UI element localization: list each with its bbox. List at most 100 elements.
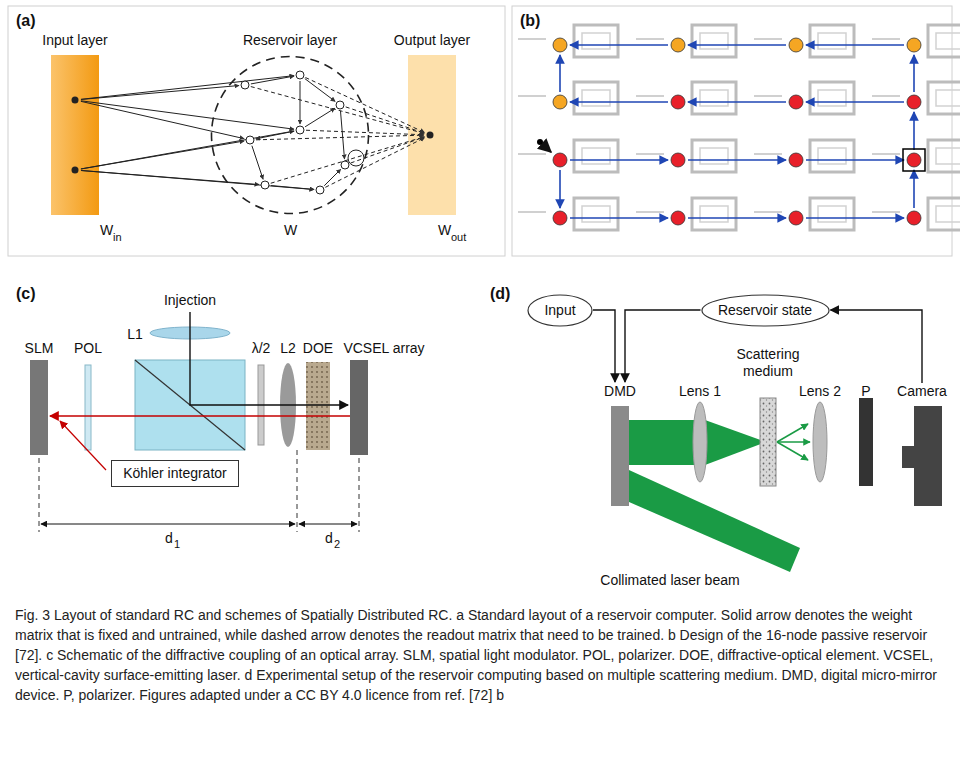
reservoir-network — [351, 137, 425, 163]
optical-bench-c — [306, 362, 330, 450]
passive-reservoir — [913, 170, 915, 208]
part-label: POL — [74, 340, 102, 357]
passive-reservoir — [810, 82, 854, 114]
reservoir-network — [271, 186, 314, 190]
passive-reservoir — [692, 198, 736, 230]
optical-bench-c — [299, 524, 357, 525]
passive-reservoir — [582, 148, 610, 164]
optical-bench-d — [705, 420, 766, 465]
passive-reservoir — [574, 198, 618, 230]
passive-reservoir — [570, 101, 668, 103]
panel-frame — [8, 6, 505, 256]
reservoir-network — [246, 136, 254, 144]
passive-reservoir — [700, 148, 728, 164]
bar-shape — [51, 55, 99, 215]
input-layer: Input layer — [41, 32, 109, 215]
optical-bench-d — [777, 442, 808, 460]
reservoir-network — [306, 130, 424, 135]
node-text: DMD — [603, 383, 637, 400]
passive-reservoir — [553, 211, 567, 225]
reservoir-network — [316, 186, 324, 194]
passive-reservoir — [936, 148, 960, 164]
reservoir-network — [252, 146, 263, 180]
panel-label: (a) — [16, 12, 36, 29]
part-label: λ/2 — [252, 340, 271, 357]
passive-reservoir — [518, 211, 546, 213]
reservoir-network — [81, 131, 294, 169]
reservoir-network — [305, 78, 424, 133]
part-label: Scattering medium — [728, 346, 808, 380]
optical-bench-c — [350, 360, 368, 455]
passive-reservoir — [553, 38, 567, 52]
passive-reservoir — [810, 140, 854, 172]
passive-reservoir — [818, 148, 846, 164]
reservoir-network — [336, 101, 344, 109]
passive-reservoir — [907, 153, 921, 167]
passive-reservoir — [559, 170, 561, 208]
passive-reservoir — [570, 217, 668, 219]
passive-reservoir — [553, 95, 567, 109]
passive-reservoir — [582, 33, 610, 49]
flow-arrow — [593, 310, 615, 382]
passive-reservoir — [907, 95, 921, 109]
optical-bench-d — [859, 398, 873, 486]
optical-bench-d — [777, 424, 808, 442]
passive-reservoir — [903, 149, 925, 171]
optical-bench-d — [777, 424, 810, 460]
optical-bench-c — [30, 312, 368, 532]
reservoir-network — [261, 181, 269, 189]
passive-reservoir — [810, 25, 854, 57]
part-label: d — [325, 530, 333, 547]
passive-reservoir — [818, 33, 846, 49]
passive-reservoir — [872, 211, 900, 213]
reservoir-network — [81, 76, 294, 100]
passive-reservoir — [700, 206, 728, 222]
reservoir-network — [427, 132, 434, 139]
optical-bench-c — [39, 450, 359, 532]
passive-reservoir — [754, 153, 782, 155]
passive-reservoir — [789, 38, 803, 52]
passive-reservoir — [754, 38, 782, 40]
part-label: d — [165, 530, 173, 547]
reservoir-network — [251, 87, 424, 134]
part-label: DOE — [303, 340, 333, 357]
passive-reservoir — [582, 90, 610, 106]
reservoir-network — [81, 101, 294, 129]
panel-frame — [512, 6, 952, 256]
optical-bench-c — [39, 458, 40, 532]
optical-bench-d — [629, 420, 695, 465]
reservoir-network — [296, 71, 304, 79]
node-text: Input layer — [41, 32, 109, 49]
part-label: P — [861, 383, 870, 400]
state-ellipse: Reservoir state — [701, 294, 830, 327]
part-label: Lens 1 — [679, 383, 721, 400]
passive-reservoir — [928, 82, 960, 114]
panel-label: (b) — [520, 12, 540, 29]
optical-bench-c — [50, 415, 350, 416]
integrator-box: Köhler integrator — [111, 460, 239, 487]
reservoir-network — [325, 138, 424, 188]
node-text: Output layer — [393, 32, 472, 49]
reservoir-network — [72, 97, 79, 104]
passive-reservoir — [928, 25, 960, 57]
passive-reservoir — [574, 82, 618, 114]
passive-reservoir — [806, 101, 904, 103]
passive-reservoir — [574, 140, 618, 172]
passive-reservoir — [636, 95, 664, 97]
passive-reservoir — [688, 101, 786, 103]
optical-bench-c — [297, 450, 298, 532]
reservoir-network — [72, 167, 79, 174]
passive-reservoir — [559, 55, 561, 92]
optical-bench-d — [813, 402, 827, 482]
optical-bench-c — [60, 421, 106, 470]
reservoir-network — [81, 170, 314, 189]
part-label: W — [284, 222, 297, 239]
passive-reservoir — [582, 206, 610, 222]
subscript: 2 — [334, 538, 340, 551]
node-text: Camera — [896, 383, 948, 400]
passive-reservoir — [692, 82, 736, 114]
reservoir-network — [348, 150, 364, 166]
reservoir-network — [81, 101, 244, 138]
part-label: L1 — [127, 326, 143, 343]
